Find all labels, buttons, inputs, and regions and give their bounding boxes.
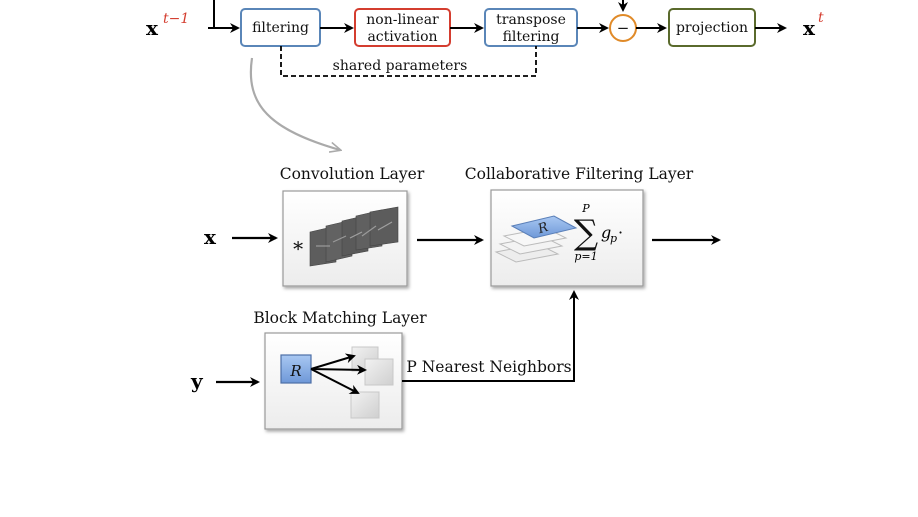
match-arrow-3: [310, 368, 360, 394]
nonlinear-label-line2: activation: [367, 29, 437, 45]
pipeline-input-superscript: t−1: [163, 11, 189, 27]
filter-stripe-4: [361, 225, 377, 237]
neighbor-patch-2: [364, 358, 394, 386]
collab-r-label: R: [535, 220, 550, 238]
filtering-label: filtering: [252, 20, 309, 36]
minus-sign: −: [617, 19, 630, 37]
sum-symbol: ∑: [574, 213, 598, 253]
pipeline-output-superscript: t: [818, 10, 824, 26]
collab-layer-title: Collaborative Filtering Layer: [465, 165, 694, 183]
reference-patch: [280, 354, 312, 384]
sum-dot: ·: [618, 223, 623, 242]
collaborative-filtering-layer: Collaborative Filtering Layer R P ∑ p=1 …: [465, 165, 694, 287]
filter-stripe-2: [332, 235, 347, 243]
sum-lower-limit: p=1: [574, 250, 597, 263]
nonlinear-label-line1: non-linear: [366, 12, 439, 28]
x-input-label: x: [204, 225, 217, 249]
match-arrow-2: [310, 364, 367, 375]
pipeline-output-var: x: [803, 16, 816, 40]
convolution-layer-title: Convolution Layer: [280, 165, 425, 183]
zoom-curve-arrow: [249, 57, 340, 150]
nearest-neighbors-label: P Nearest Neighbors: [406, 358, 571, 376]
block-r-label: R: [289, 362, 301, 380]
sum-upper-limit: P: [581, 202, 590, 215]
block-matching-layer: Block Matching Layer R: [253, 309, 427, 430]
match-arrow-1: [310, 353, 356, 370]
transpose-label-line2: filtering: [503, 29, 560, 45]
stack-patch-reference: [510, 215, 578, 239]
shared-parameters-label: shared parameters: [333, 58, 468, 74]
convolution-symbol: ∗: [291, 233, 305, 257]
arrow-neighbors-to-collab: [402, 290, 579, 382]
transpose-label-line1: transpose: [496, 12, 566, 28]
filter-stripe-5: [377, 221, 393, 231]
sum-term-subscript: p: [610, 232, 617, 245]
pipeline-input-var: x: [146, 16, 159, 40]
projection-label: projection: [676, 20, 748, 36]
y-input-label: y: [190, 369, 204, 393]
convolution-layer: Convolution Layer ∗: [280, 165, 425, 287]
filter-stripe-3: [349, 231, 363, 239]
filter-bank: [309, 206, 399, 267]
neighbor-patch-3: [350, 391, 380, 419]
shared-parameters-bracket: [280, 46, 537, 77]
block-matching-title: Block Matching Layer: [253, 309, 427, 327]
sum-term: g: [601, 223, 611, 242]
pipeline-row: x t−1 filtering non-linear activation tr…: [146, 0, 824, 150]
